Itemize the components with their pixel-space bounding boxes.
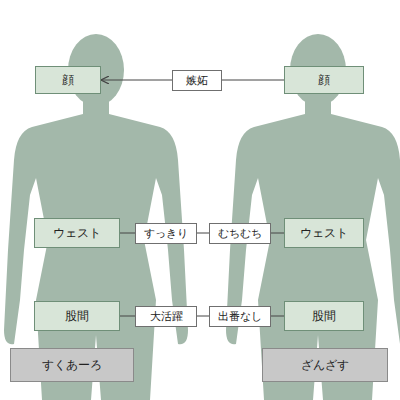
relation-tag: 出番なし bbox=[209, 306, 271, 327]
box-label: ざんざす bbox=[301, 357, 349, 374]
box-label: ウェスト bbox=[300, 225, 348, 242]
body-part-box: 顔 bbox=[35, 66, 101, 94]
connector bbox=[120, 316, 135, 317]
connector bbox=[120, 233, 135, 234]
box-label: 顔 bbox=[318, 72, 330, 89]
box-label: 股間 bbox=[312, 308, 336, 325]
body-part-box: 顔 bbox=[284, 66, 364, 94]
connector bbox=[271, 233, 284, 234]
box-label: すくあーろ bbox=[42, 357, 102, 374]
box-label: 股間 bbox=[65, 308, 89, 325]
connector bbox=[271, 316, 284, 317]
right-figure bbox=[226, 34, 400, 400]
box-label: むちむち bbox=[218, 226, 262, 241]
body-part-box: 股間 bbox=[284, 301, 364, 331]
box-label: すっきり bbox=[144, 226, 188, 241]
connector bbox=[197, 316, 209, 317]
connector bbox=[197, 233, 209, 234]
box-label: 大活躍 bbox=[150, 309, 183, 324]
relation-tag: 大活躍 bbox=[135, 306, 197, 327]
person-name-box: ざんざす bbox=[262, 348, 388, 382]
box-label: ウェスト bbox=[53, 225, 101, 242]
connector bbox=[101, 80, 172, 81]
body-part-box: ウェスト bbox=[284, 218, 364, 248]
connector bbox=[222, 80, 284, 81]
body-part-box: 股間 bbox=[34, 301, 120, 331]
person-name-box: すくあーろ bbox=[10, 348, 134, 382]
left-figure bbox=[4, 34, 188, 400]
box-label: 嫉妬 bbox=[186, 73, 208, 88]
box-label: 出番なし bbox=[218, 309, 262, 324]
relation-tag: すっきり bbox=[135, 223, 197, 244]
body-part-box: ウェスト bbox=[34, 218, 120, 248]
relation-tag: むちむち bbox=[209, 223, 271, 244]
box-label: 顔 bbox=[62, 72, 74, 89]
relation-tag: 嫉妬 bbox=[172, 70, 222, 91]
